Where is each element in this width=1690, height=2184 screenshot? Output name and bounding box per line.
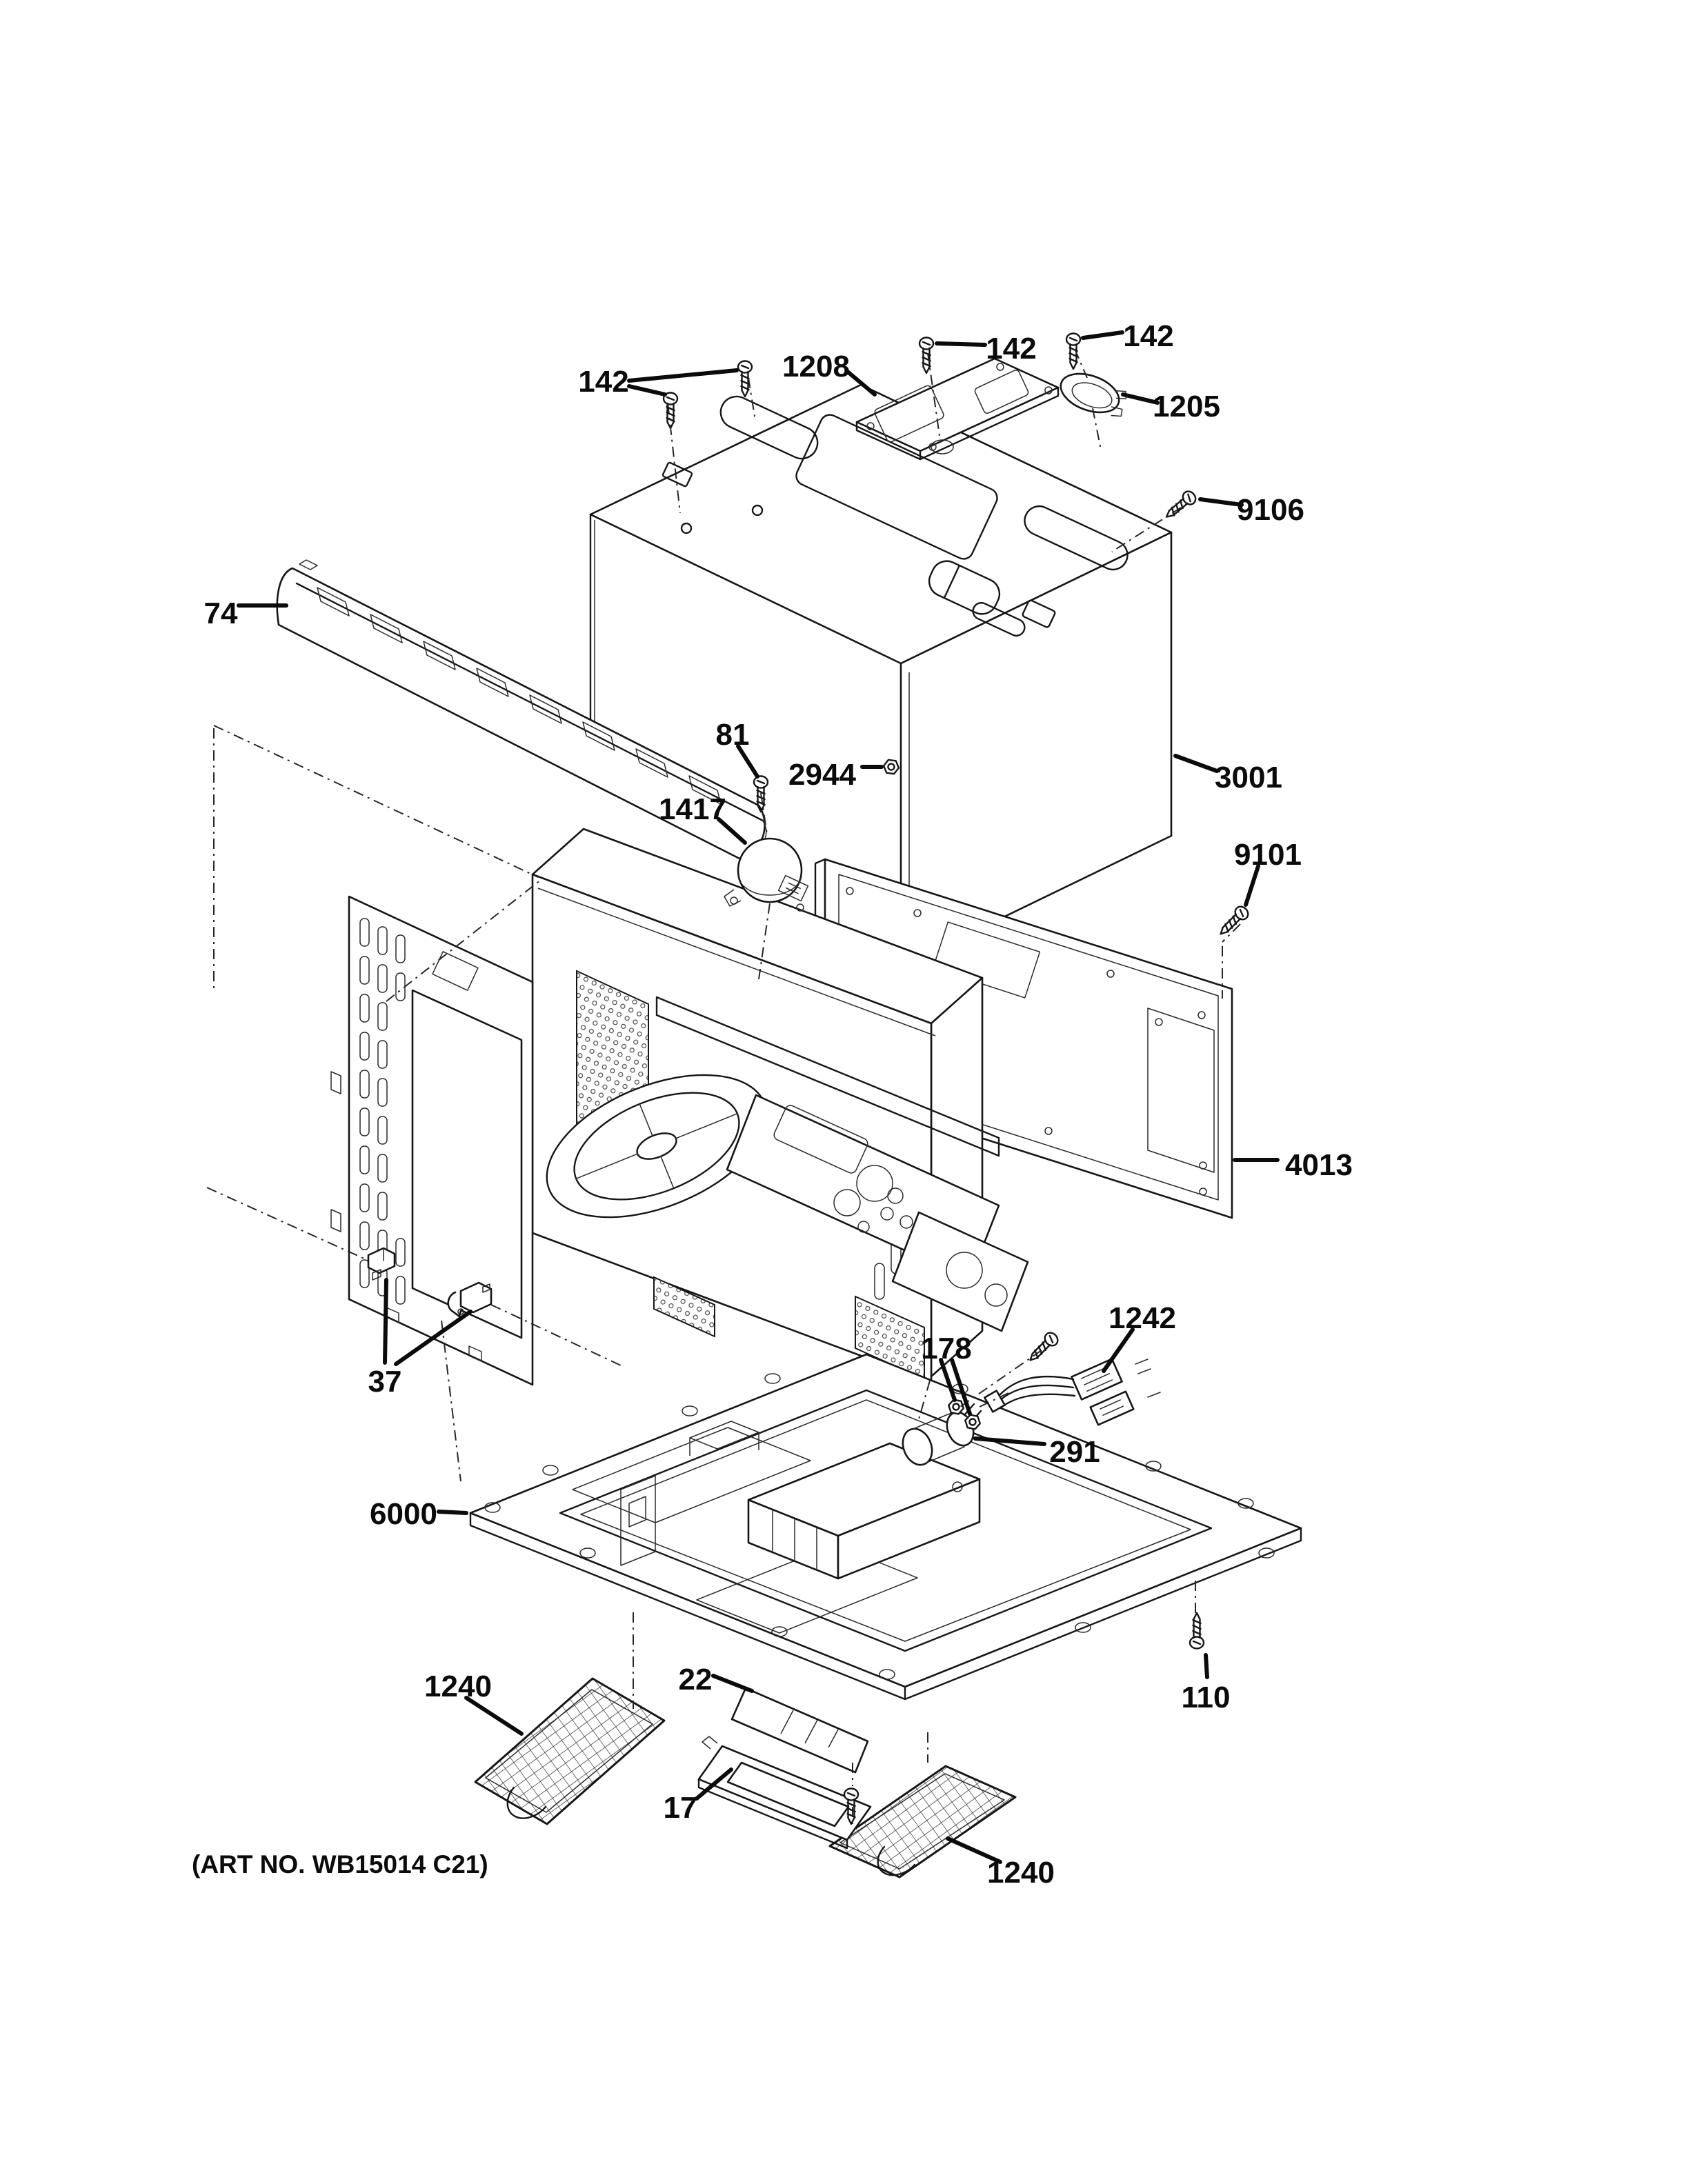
grease-filter-1240-left [474,1677,666,1825]
screw-142-a [737,360,753,398]
callout-1208: 1208 [782,350,850,383]
callout-142-mid: 142 [986,332,1036,365]
leader-142b [935,341,987,347]
callout-6000: 6000 [370,1497,437,1531]
leader-9101 [1244,864,1260,907]
transformer [747,1442,981,1580]
callout-81: 81 [716,718,750,752]
callout-9101: 9101 [1234,838,1302,872]
callout-leaders [237,330,1280,1864]
leader-1240b [946,1836,1002,1864]
leader-142a-2 [627,384,667,397]
leader-3001 [1173,754,1219,773]
callout-9106: 9106 [1237,493,1304,527]
callout-142-right: 142 [1123,319,1173,353]
lens-frame-17 [697,1736,872,1850]
leader-1205 [1121,392,1160,405]
callout-74: 74 [204,597,238,630]
leader-17 [695,1767,733,1801]
callout-142-left: 142 [578,365,628,399]
control-panel-assembly [655,996,1029,1332]
leader-9106 [1198,497,1244,507]
callout-1240-left: 1240 [424,1670,492,1703]
smart-board-1208 [855,357,1060,461]
callout-22: 22 [679,1663,713,1696]
callout-4013: 4013 [1285,1148,1353,1182]
callout-1242: 1242 [1109,1301,1176,1335]
callout-3001: 3001 [1215,761,1282,794]
screw-142-c [918,337,935,374]
art-number-text: (ART NO. WB15014 C21) [192,1850,488,1879]
base-plate-6000 [469,1353,1302,1701]
leader-291 [973,1436,1046,1446]
leader-1208 [846,370,877,397]
leader-142a-1 [627,368,739,383]
leader-142c [1081,330,1124,340]
plate-holes [484,1373,1275,1680]
leader-1242 [1102,1328,1135,1373]
screw-9106 [1161,488,1200,523]
callout-1205: 1205 [1153,390,1220,423]
interlock-switches-37 [367,1247,493,1318]
callout-1240-right: 1240 [987,1856,1055,1890]
callout-17: 17 [664,1791,697,1825]
callout-2944: 2944 [788,758,856,792]
leader-178 [939,1358,972,1416]
leader-110 [1204,1653,1209,1679]
screw-142-d [1065,332,1082,370]
wire-harness-1242 [984,1358,1161,1426]
leader-81 [736,744,759,779]
callout-37: 37 [368,1365,402,1399]
leader-6000 [437,1510,468,1515]
turntable-motor-1417 [724,837,809,912]
leader-22 [711,1674,754,1693]
screw-9101 [1215,903,1252,940]
turntable [546,1074,768,1219]
screw-110 [1189,1612,1205,1650]
cavity-front-frame [330,895,534,1386]
grease-filter-1240-right [828,1765,1017,1879]
clamp-1205 [1060,372,1127,417]
screw-142-b [662,392,679,430]
nut-2944 [882,758,901,776]
callout-291: 291 [1049,1435,1100,1469]
callout-110: 110 [1182,1681,1231,1714]
screw-178-area [1024,1329,1062,1366]
callout-1417: 1417 [659,792,726,826]
oven-cavity-assembly [531,828,984,1383]
leader-1417 [717,817,747,845]
leader-37 [383,1278,473,1366]
light-lens-22 [730,1687,869,1774]
callout-178: 178 [921,1332,971,1365]
leader-1240a [464,1696,524,1736]
alignment-guides [206,348,1241,1829]
